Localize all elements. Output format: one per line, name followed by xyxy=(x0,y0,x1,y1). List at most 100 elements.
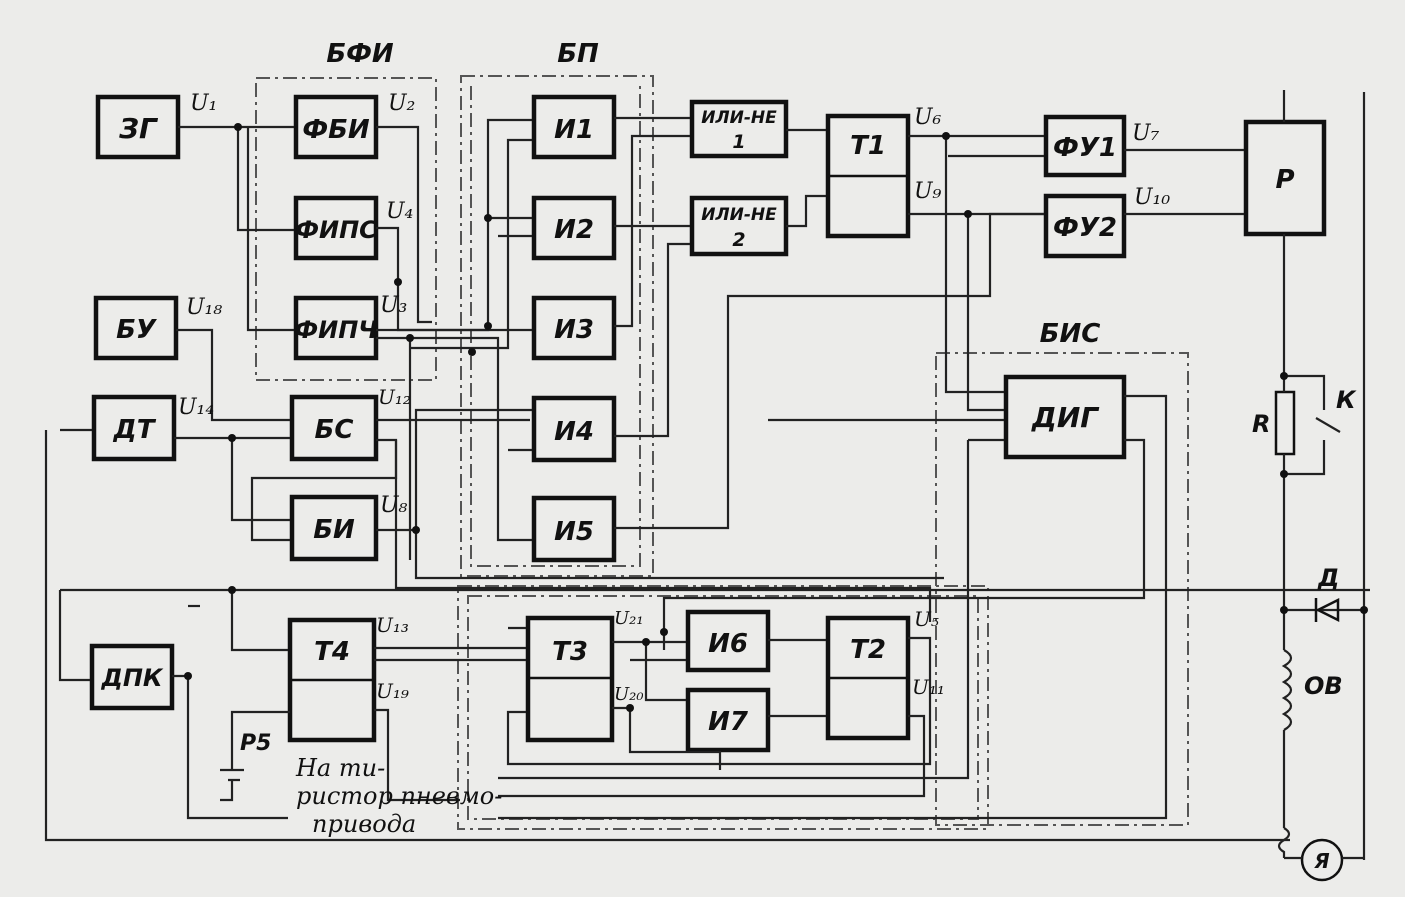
coil-ov xyxy=(1281,649,1293,731)
wire-u1-to-fips xyxy=(236,127,294,232)
group-bp-label: БП xyxy=(557,39,599,69)
signal-u18: U₁₈ xyxy=(186,295,222,320)
block-bu-label: БУ xyxy=(116,315,158,345)
block-dig xyxy=(1003,374,1127,460)
junction-dot xyxy=(942,132,950,140)
wire-bs-down xyxy=(394,440,932,622)
junction-dot xyxy=(394,278,402,286)
motor-ya xyxy=(1300,838,1344,882)
signal-u19: U₁₉ xyxy=(376,679,409,703)
block-i2-label: И2 xyxy=(554,215,594,245)
block-bi-label: БИ xyxy=(313,515,355,545)
block-ilinene-2-number: 2 xyxy=(732,229,745,251)
wire-k xyxy=(1284,374,1326,476)
signal-u5: U₅ xyxy=(914,607,939,631)
junction-dot xyxy=(626,704,634,712)
label-r: R xyxy=(1252,410,1270,438)
wire-u11 xyxy=(498,714,926,798)
block-ilinene-1-number: 1 xyxy=(732,131,745,153)
junction-dot xyxy=(228,434,236,442)
junction-dot xyxy=(228,586,236,594)
wire-p5 xyxy=(230,710,290,770)
block-i2 xyxy=(531,195,617,261)
wire-ilinene2-out xyxy=(786,194,826,228)
signal-u1: U₁ xyxy=(190,91,217,116)
signal-u2: U₂ xyxy=(388,91,415,116)
wiring xyxy=(44,90,1370,882)
signal-u10: U₁₀ xyxy=(1134,185,1170,210)
signal-u8: U₈ xyxy=(380,493,408,518)
junction-dot xyxy=(660,628,668,636)
wire-bottom-feedback xyxy=(44,430,1290,842)
wire-motor-in xyxy=(1277,827,1291,858)
signal-u13: U₁₃ xyxy=(376,613,409,637)
resistor-r xyxy=(1274,390,1296,456)
block-i1 xyxy=(531,94,617,160)
wire-u19 xyxy=(374,708,460,802)
junction-dot xyxy=(642,638,650,646)
wire-to-i1b xyxy=(410,138,532,350)
note-line-3: привода xyxy=(312,810,416,838)
signal-u20: U₂₀ xyxy=(614,684,644,705)
wire-i5-out xyxy=(614,212,1044,530)
block-fips-label: ФИПС xyxy=(295,216,377,244)
wire-dpk-out xyxy=(172,674,288,820)
signal-u12: U₁₂ xyxy=(378,385,411,409)
block-fu2 xyxy=(1043,193,1127,259)
junction-dot xyxy=(964,210,972,218)
group-bfi-label: БФИ xyxy=(326,39,394,69)
wire-i4-out xyxy=(614,242,690,438)
wire-u2 xyxy=(376,125,432,324)
block-dt xyxy=(91,394,177,462)
block-t1-label: Т1 xyxy=(850,131,886,161)
label-ov: ОВ xyxy=(1304,672,1343,700)
block-i6-label: И6 xyxy=(708,629,748,659)
block-bs-label: БС xyxy=(315,415,354,445)
junction-dot xyxy=(184,672,192,680)
wire-u8-down xyxy=(414,530,944,580)
wire-u6-to-dig xyxy=(944,136,1004,394)
signal-u7: U₇ xyxy=(1132,121,1160,146)
contact-k xyxy=(1315,417,1341,433)
signal-u14: U₁₄ xyxy=(178,395,214,420)
signal-u21: U₂₁ xyxy=(614,608,644,629)
switch-p5 xyxy=(220,768,244,782)
wire-u8 xyxy=(376,408,532,532)
wire-to-i5 xyxy=(376,336,532,542)
label-d: Д xyxy=(1317,564,1339,592)
block-bi xyxy=(289,494,379,562)
block-i4-label: И4 xyxy=(554,417,594,447)
group-bis-lower-frame xyxy=(457,585,989,830)
signal-u3: U₃ xyxy=(380,293,407,318)
junction-dot xyxy=(412,526,420,534)
junction-dot xyxy=(1360,606,1368,614)
block-ilinene-2-label: ИЛИ-НЕ xyxy=(701,205,777,225)
block-t2-label: Т2 xyxy=(850,635,886,665)
wire-u5 xyxy=(506,636,932,766)
block-dt-label: ДТ xyxy=(113,415,157,445)
junction-dot xyxy=(468,348,476,356)
wire-dig-out1 xyxy=(498,394,1168,820)
signal-labels: U₁ U₂ U₄ U₃ U₁₈ U₁₄ U₁₂ U₈ U₆ U₉ U₇ U₁₀ … xyxy=(178,91,1170,705)
block-i1-label: И1 xyxy=(554,115,594,145)
label-k: К xyxy=(1336,386,1357,414)
block-i3-label: И3 xyxy=(554,315,594,345)
block-t3-label: Т3 xyxy=(552,637,588,667)
wire-u9-to-dig xyxy=(966,214,1004,412)
junction-dot xyxy=(234,123,242,131)
wire-u21-to-i7 xyxy=(644,642,686,702)
wire-u18 xyxy=(176,328,290,422)
signal-u4: U₄ xyxy=(386,199,413,224)
note-line-1: На ти- xyxy=(295,754,385,782)
wire-u4 xyxy=(376,226,400,282)
group-bis-lower-inner xyxy=(467,595,979,820)
block-p-label: Р xyxy=(1275,165,1294,195)
junction-dot xyxy=(1280,470,1288,478)
block-dpk-label: ДПК xyxy=(100,664,163,692)
block-dig-label: ДИГ xyxy=(1031,401,1100,434)
wire-dig-loop xyxy=(498,440,970,780)
junction-dot xyxy=(484,322,492,330)
wire-u20 xyxy=(612,706,722,770)
junction-dot xyxy=(1280,372,1288,380)
